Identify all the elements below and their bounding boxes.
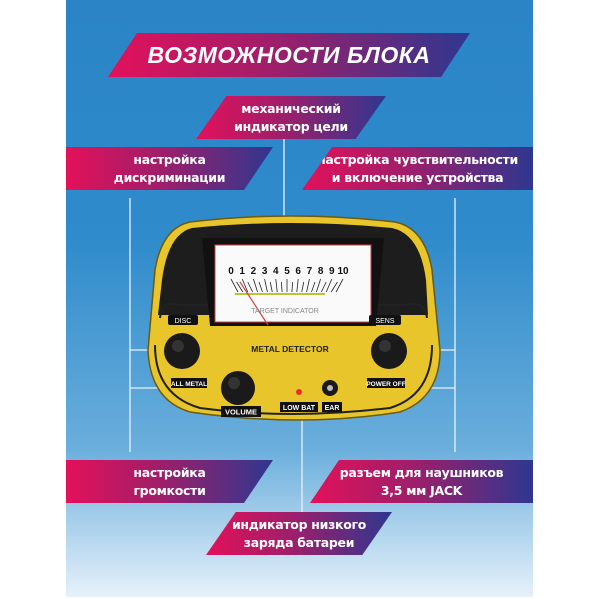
callout-line: индикатор цели [234,118,348,134]
scale-tick [241,278,249,293]
callout-line: заряда батареи [243,534,355,550]
scale-tick [306,278,310,293]
scale-tick [258,281,263,293]
sens-label: SENS [375,318,394,325]
scale-tick [230,278,239,293]
scale-number: 9 [329,266,335,277]
low-battery-led [296,389,302,395]
scale-tick [320,281,327,293]
callout-line: 3,5 мм JACK [380,482,463,498]
callout-line: механический [241,100,341,116]
callout-line: настройка [133,464,206,480]
volume-knob[interactable] [221,371,255,405]
callout-line: и включение устройства [331,169,504,185]
scale-number: 1 [239,266,245,277]
scale-number: 6 [295,266,301,277]
volume-label: VOLUME [225,408,257,417]
scale-number: 10 [337,266,349,277]
title-banner: ВОЗМОЖНОСТИ БЛОКА [108,33,470,77]
scale-tick [296,278,299,293]
scale-tick [291,281,293,293]
scale-number: 7 [307,266,313,277]
callout-jack: разъем для наушников 3,5 мм JACK [310,460,533,503]
sens-knob[interactable] [371,333,407,369]
scale-tick [269,281,273,293]
scale-tick [330,281,338,293]
callout-line: громкости [133,482,206,498]
low-bat-label: LOW BAT [283,405,316,412]
meter-label: TARGET INDICATOR [251,308,319,315]
callout-line: дискриминации [113,169,226,185]
scale-tick [311,281,316,293]
scale-number: 8 [318,266,324,277]
ear-label: EAR [325,405,340,412]
callout-line: разъем для наушников [339,464,504,480]
all-metal-label: ALL METAL [171,381,207,388]
scale-number: 3 [262,266,268,277]
brand-label: METAL DETECTOR [251,344,328,354]
callout-line: настройка [133,151,206,167]
title-text: ВОЗМОЖНОСТИ БЛОКА [147,42,431,68]
scale-tick [253,278,258,293]
scale-tick [236,281,244,293]
callout-sens: настройка чувствительности и включение ус… [302,147,533,190]
scale-tick [247,281,254,293]
scale-tick [275,278,278,293]
callout-meter: механический индикатор цели [196,96,386,139]
disc-knob[interactable] [164,333,200,369]
scale-number: 0 [228,266,234,277]
scale-tick [325,278,333,293]
disc-label: DISC [175,318,192,325]
scale-tick [335,278,344,293]
scale-tick [316,278,321,293]
callout-battery: индикатор низкого заряда батареи [206,512,392,555]
callout-disc: настройка дискриминации [66,147,273,190]
scale-number: 4 [273,266,279,277]
scale-tick [264,278,268,293]
scale-tick [301,281,305,293]
scale-number: 2 [251,266,257,277]
scale-tick [281,281,283,293]
callout-line: индикатор низкого [231,516,367,532]
scale-number: 5 [284,266,290,277]
meter-needle [239,281,269,326]
power-off-label: POWER OFF [366,381,405,388]
callout-line: настройка чувствительности [317,151,518,167]
callout-volume: настройка громкости [66,460,273,503]
